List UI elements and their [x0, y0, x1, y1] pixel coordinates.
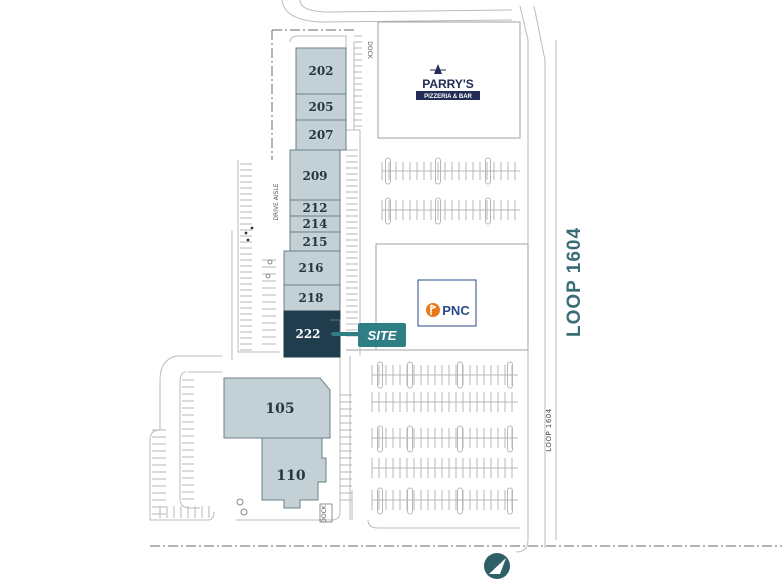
pnc-name: PNC [442, 303, 470, 318]
site-marker: SITE [332, 323, 406, 347]
unit-209[interactable] [289, 149, 341, 201]
unit-labels: 202 205 207 209 212 214 215 216 218 222 … [265, 64, 333, 484]
unit-222-label: 222 [295, 327, 320, 341]
dock-box [319, 503, 333, 523]
highway-label: LOOP 1604 [564, 227, 585, 337]
site-tag [358, 323, 406, 347]
parrys-subtitle: PIZZERIA & BAR [424, 94, 472, 100]
unit-205-label: 205 [308, 100, 333, 114]
strip-center [283, 47, 347, 358]
unit-207-label: 207 [308, 128, 333, 142]
unit-214-label: 214 [302, 217, 327, 231]
unit-105[interactable] [223, 377, 331, 439]
unit-202-label: 202 [308, 64, 333, 78]
pnc-logo-icon: PNC [417, 279, 477, 327]
anchor-buildings [223, 377, 331, 509]
unit-207[interactable] [295, 119, 347, 151]
site-tag-label: SITE [368, 328, 397, 343]
dock-label-bottom: DOCK [321, 504, 328, 523]
unit-110[interactable] [261, 437, 327, 509]
unit-218[interactable] [283, 284, 341, 312]
unit-110-label: 110 [276, 468, 305, 484]
landscape-marks [236, 226, 273, 516]
unit-215-label: 215 [302, 235, 327, 249]
drive-aisle-label: DRIVE AISLE [273, 183, 280, 220]
north-arrow-icon [484, 553, 510, 579]
parrys-logo-icon: PARRY'S PIZZERIA & BAR [416, 64, 480, 100]
service-road-label: LOOP 1604 [545, 408, 553, 451]
unit-209-label: 209 [302, 169, 327, 183]
parking-stalls [152, 35, 520, 518]
unit-212-label: 212 [302, 201, 327, 215]
unit-105-label: 105 [265, 401, 294, 417]
parrys-name: PARRY'S [422, 77, 474, 91]
unit-218-label: 218 [298, 291, 323, 305]
unit-216-label: 216 [298, 261, 323, 275]
unit-216[interactable] [283, 250, 341, 286]
dock-label-top: DOCK [366, 41, 373, 60]
